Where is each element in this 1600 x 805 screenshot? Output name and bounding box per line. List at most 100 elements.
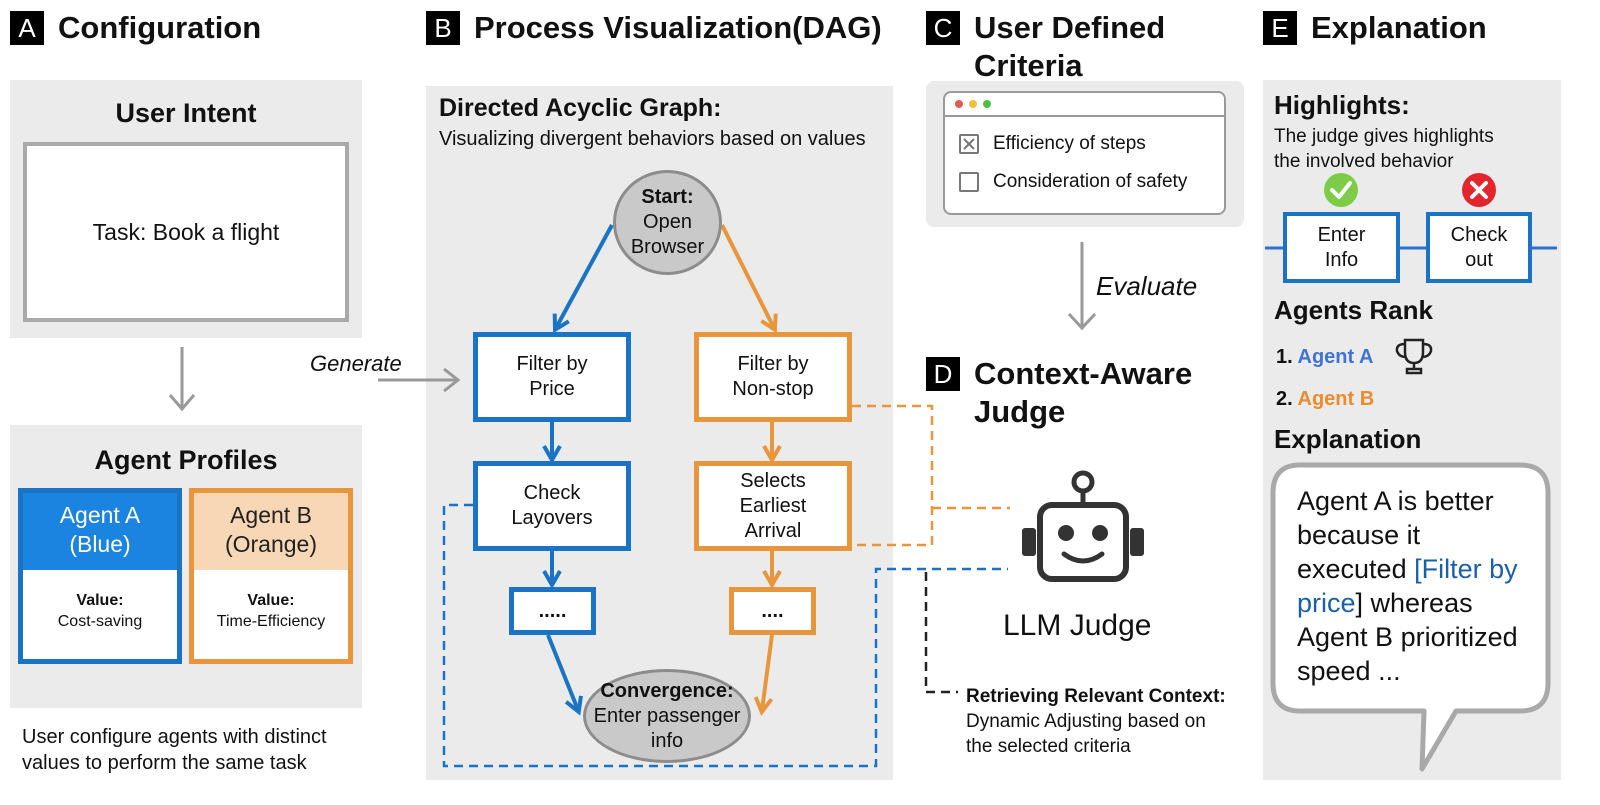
highlight-node-checkout: Check out [1426,212,1532,283]
agent-a-card: Agent A (Blue) Value: Cost-saving [18,488,182,664]
rank-1-num: 1. [1276,346,1293,368]
convergence-label: Convergence: [600,679,734,702]
agent-a-name: Agent A [59,502,141,528]
bubble-line5: Agent B prioritized [1297,622,1518,652]
bubble-line3: executed [Filter by [1297,552,1547,586]
orange-node2-line1: Selects [740,469,806,492]
blue-node2-line1: Check [523,482,581,504]
minimize-dot-icon [969,100,977,108]
unchecked-checkbox-icon[interactable] [959,171,979,192]
explanation-title: Explanation [1274,424,1422,454]
agent-a-color: (Blue) [69,531,131,557]
criteria-window-titlebar [945,93,1224,117]
highlights-line2: the involved behavior [1274,151,1454,172]
agent-b-card: Agent B (Orange) Value: Time-Efficiency [189,488,353,664]
rank-1-name: Agent A [1297,346,1374,368]
highlight-node2-line1: Check [1450,223,1508,246]
convergence-line2: info [650,729,684,752]
context-line2: the selected criteria [966,736,1131,757]
highlights-title: Highlights: [1274,90,1410,120]
convergence-line1: Enter passenger [593,704,741,727]
section-c-title: User Defined Criteria [974,9,1165,85]
highlight-node1-line1: Enter [1317,223,1366,246]
section-b-title: Process Visualization(DAG) [474,10,882,45]
orange-dashed-link [852,404,934,547]
start-line1: Open [643,211,692,233]
section-b-header: B Process Visualization(DAG) [426,9,882,47]
blue-node-check-layovers: Check Layovers [473,461,631,551]
edge-orange-3-end [753,634,774,716]
bubble-highlight-1: [Filter by [1414,554,1518,584]
agent-a-value: Cost-saving [57,613,143,630]
highlight-node1-line2: Info [1324,248,1359,271]
config-caption: User configure agents with distinct valu… [22,724,327,776]
maximize-dot-icon [983,100,991,108]
bubble-line4-post: ] whereas [1355,588,1473,618]
section-e-header: E Explanation [1263,9,1487,47]
section-a-title: Configuration [58,10,262,45]
config-caption-line1: User configure agents with distinct [22,726,327,748]
section-c-header: C User Defined Criteria [926,9,1165,85]
trophy-icon [1395,338,1433,375]
agent-b-color: (Orange) [224,531,318,557]
orange-node2-line3: Arrival [744,519,802,542]
context-line1: Dynamic Adjusting based on [966,711,1206,732]
section-c-title-line1: User Defined [974,10,1166,45]
black-dashed-link [924,572,958,694]
config-caption-line2: values to perform the same task [22,752,307,774]
start-line2: Browser [630,236,705,258]
agent-profiles-panel: Agent Profiles Agent A (Blue) Value: Cos… [10,425,362,708]
checked-checkbox-icon[interactable] [959,133,979,154]
user-intent-panel: User Intent Task: Book a flight [10,80,362,338]
edge-start-orange [720,224,778,334]
generate-arrow-icon [378,367,461,393]
rank-2-name: Agent B [1297,388,1375,410]
agent-b-value: Time-Efficiency [216,613,326,630]
orange-node1-line1: Filter by [737,353,809,375]
agents-rank-title: Agents Rank [1274,295,1433,325]
dag-title: Directed Acyclic Graph: [439,94,722,122]
section-a-header: A Configuration [10,9,261,47]
section-a-badge: A [10,11,44,45]
llm-judge-label: LLM Judge [1003,609,1152,642]
highlights-line1: The judge gives highlights [1274,126,1494,147]
blue-node1-line2: Price [529,378,575,400]
rank-item-1: 1. Agent A [1276,346,1373,369]
blue-node1-line1: Filter by [516,353,588,375]
section-d-header: D Context-Aware Judge [926,355,1192,431]
cross-icon [1462,173,1496,207]
bubble-line2: because it [1297,520,1421,550]
close-dot-icon [955,100,963,108]
context-note: Retrieving Relevant Context: Dynamic Adj… [966,684,1226,759]
convergence-node: Convergence: Enter passenger info [583,669,751,763]
highlights-text: The judge gives highlights the involved … [1274,124,1494,174]
highlight-node2-line2: out [1465,248,1493,271]
criteria-label-efficiency: Efficiency of steps [993,133,1146,154]
section-e-title: Explanation [1311,10,1487,45]
evaluate-arrow-icon [1067,242,1097,331]
agent-b-value-label: Value: [247,592,295,609]
criteria-window: Efficiency of steps Consideration of saf… [943,91,1226,215]
rank-item-2: 2. Agent B [1276,388,1374,411]
section-d-title-line2: Judge [974,394,1066,429]
bubble-line4: price] whereas [1297,586,1547,620]
start-label: Start: [641,186,694,208]
orange-node1-line2: Non-stop [732,378,814,400]
agent-profiles-title: Agent Profiles [94,445,278,475]
task-box: Task: Book a flight [23,142,349,322]
robot-icon [1022,470,1144,582]
criteria-item-efficiency[interactable]: Efficiency of steps [959,125,1224,163]
speech-bubble [1270,462,1551,772]
criteria-panel: Efficiency of steps Consideration of saf… [926,81,1244,227]
blue-node-ellipsis: ..... [509,587,596,635]
dag-subtitle: Visualizing divergent behaviors based on… [439,128,866,150]
context-title: Retrieving Relevant Context: [966,686,1226,707]
criteria-item-safety[interactable]: Consideration of safety [959,163,1224,201]
edge-blue-3-end [546,634,583,716]
orange-node-filter-nonstop: Filter by Non-stop [694,332,852,422]
bubble-line6: speed ... [1297,656,1401,686]
generate-label: Generate [310,351,402,376]
bubble-highlight-2: price [1297,588,1356,618]
blue-node2-line2: Layovers [511,507,593,529]
blue-node-filter-price: Filter by Price [473,332,631,422]
